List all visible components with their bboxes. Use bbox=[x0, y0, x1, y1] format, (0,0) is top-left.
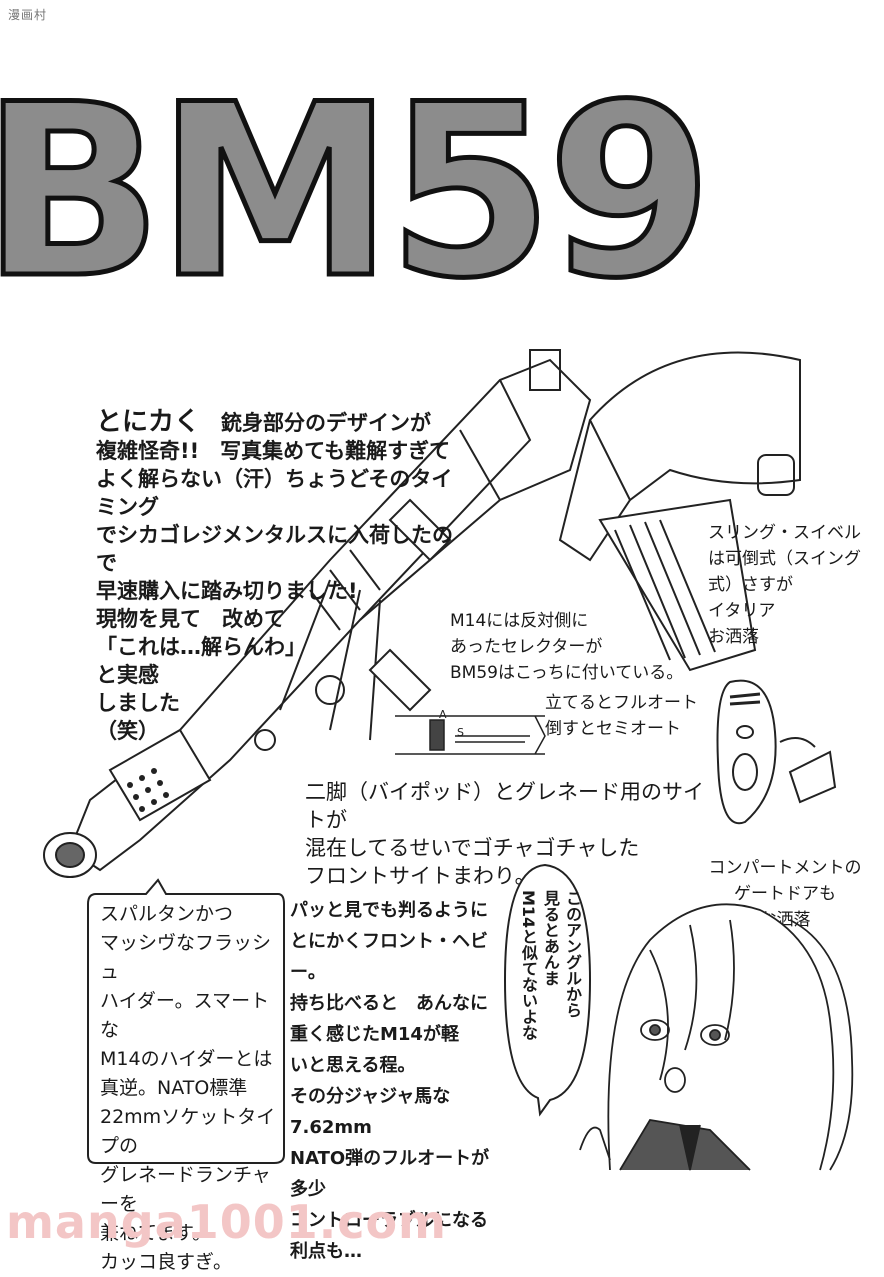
flash-hider-callout: スパルタンかつ マッシヴなフラッシュ ハイダー。スマートな M14のハイダーとは… bbox=[86, 878, 286, 1273]
selector-illustration: A S bbox=[395, 706, 546, 761]
compartment-note: コンパートメントの ゲートドアも お洒落 bbox=[708, 858, 862, 930]
speech-bubble-frame bbox=[503, 863, 592, 1117]
front-heavy-note: パッと見でも判るように とにかくフロント・ヘビー。 持ち比べると あんなに 重く… bbox=[290, 900, 490, 1262]
selector-letter-s: S bbox=[457, 726, 464, 739]
selector-note: M14には反対側に あったセレクターが BM59はこっちに付いている。 bbox=[450, 611, 684, 683]
watermark-text: manga1001.com bbox=[6, 1195, 447, 1249]
callout-frame bbox=[87, 878, 285, 1164]
girl-illustration bbox=[579, 880, 860, 1171]
sling-swivel-note: スリング・スイベル は可倒式（スイング 式）さすが イタリア お洒落 bbox=[708, 523, 861, 647]
title-text: BM59 bbox=[0, 54, 707, 331]
title-graphic: BM59 bbox=[0, 52, 715, 334]
compartment-door-illustration bbox=[700, 672, 840, 832]
page-title: BM59 bbox=[0, 52, 715, 334]
main-note: とにカく 銃身部分のデザインが 複雑怪奇!! 写真集めても難解すぎて よく解らな… bbox=[96, 380, 456, 745]
speech-bubble: このアングルから 見るとあんま M14と似てないよな bbox=[500, 860, 595, 1117]
speech-line-3: M14と似てないよな bbox=[519, 890, 538, 1041]
bipod-note: 二脚（バイポッド）とグレネード用のサイトが 混在してるせいでゴチャゴチャした フ… bbox=[305, 780, 704, 888]
main-note-lead: とにカく bbox=[96, 407, 201, 437]
speech-line-2: 見るとあんま bbox=[541, 890, 560, 986]
speech-line-1: このアングルから bbox=[563, 890, 582, 1018]
main-note-text: 銃身部分のデザインが 複雑怪奇!! 写真集めても難解すぎて よく解らない（汗）ち… bbox=[96, 411, 453, 743]
selector-letter-a: A bbox=[439, 708, 447, 721]
site-corner-label: 漫画村 bbox=[8, 8, 48, 22]
rifle-illustration bbox=[30, 330, 870, 890]
flash-hider-note: スパルタンかつ マッシヴなフラッシュ ハイダー。スマートな M14のハイダーとは… bbox=[100, 903, 276, 1273]
selector-modes-note: 立てるとフルオート 倒すとセミオート bbox=[545, 693, 698, 739]
